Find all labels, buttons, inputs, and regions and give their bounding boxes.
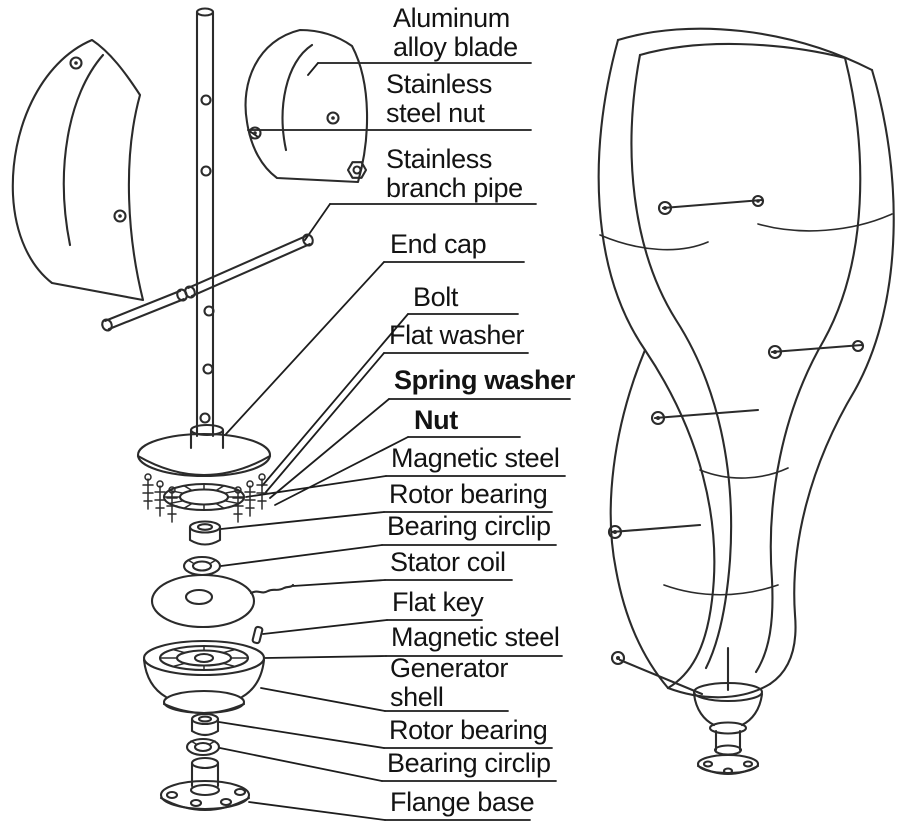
label-magnetic-steel-top: Magnetic steel (391, 443, 560, 473)
bearing-circlip-bottom-part (185, 737, 221, 757)
leader-lines (218, 62, 409, 821)
flange-base-part (159, 756, 251, 812)
label-stainless-steel-nut: Stainless steel nut (386, 69, 492, 128)
mast-pole (195, 7, 215, 438)
label-flat-key: Flat key (392, 587, 484, 617)
generator-shell-part (142, 639, 266, 715)
hex-nut (346, 161, 368, 179)
label-bearing-circlip-top: Bearing circlip (387, 511, 551, 541)
stator-coil-part (150, 573, 295, 629)
exploded-view (11, 7, 369, 812)
helical-blades (597, 27, 895, 699)
label-magnetic-steel-bottom: Magnetic steel (391, 622, 560, 652)
assembled-view (597, 27, 895, 775)
branch-pipe (101, 233, 314, 332)
label-flat-washer: Flat washer (389, 320, 525, 350)
label-generator-shell: Generator shell (390, 653, 508, 712)
bearing-circlip-top-part (182, 555, 222, 577)
label-rotor-bearing-top: Rotor bearing (389, 479, 548, 509)
assembled-generator (692, 646, 764, 775)
label-nut: Nut (414, 405, 458, 435)
label-underlines (247, 62, 571, 821)
label-spring-washer: Spring washer (394, 365, 575, 395)
label-rotor-bearing-bottom: Rotor bearing (389, 715, 548, 745)
fastener-stacks (142, 473, 268, 523)
label-bolt: Bolt (413, 282, 458, 312)
label-end-cap: End cap (390, 229, 487, 259)
blade-left (11, 38, 145, 302)
label-stator-coil: Stator coil (390, 547, 506, 577)
label-stainless-branch-pipe: Stainless branch pipe (386, 144, 523, 203)
flat-key-part (251, 625, 264, 645)
end-cap-and-hub (136, 423, 272, 478)
rotor-bearing-top-part (188, 520, 222, 546)
support-struts (607, 194, 865, 696)
label-aluminum-alloy-blade: Aluminum alloy blade (393, 3, 518, 62)
blade-middle (244, 28, 369, 184)
rotor-bearing-bottom-part (190, 712, 220, 737)
label-flange-base: Flange base (390, 787, 535, 817)
label-bearing-circlip-bottom: Bearing circlip (387, 748, 551, 778)
